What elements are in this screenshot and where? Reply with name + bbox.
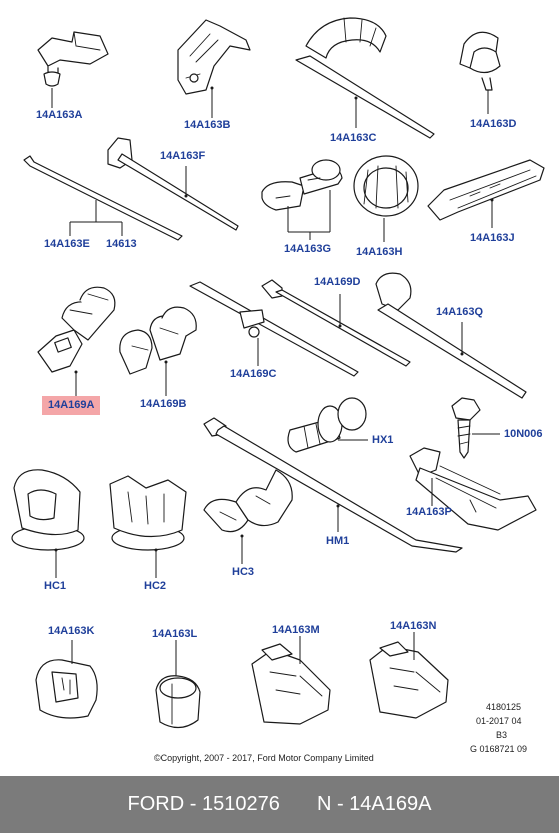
- callout-14A163D: 14A163D: [470, 118, 517, 130]
- callout-14A163A: 14A163A: [36, 109, 83, 121]
- part-14A169B-clip: [119, 306, 197, 396]
- part-14A169C-tie: [189, 281, 359, 377]
- part-14A163N-clip: [369, 632, 449, 719]
- callout-10N006: 10N006: [504, 428, 543, 440]
- part-14A163J-clip: [427, 159, 545, 228]
- part-code: N - 14A169A: [316, 793, 432, 815]
- callout-14A163C: 14A163C: [330, 132, 377, 144]
- part-HX1-bolt: [287, 397, 368, 453]
- callout-HC2: HC2: [144, 580, 167, 592]
- part-14A163G-pin: [261, 159, 343, 240]
- part-14A163F-tie: [107, 137, 239, 231]
- part-14A163H-grommet: [353, 155, 419, 242]
- brand-name: FORD: [127, 793, 185, 815]
- part-14A163K-clip: [35, 640, 98, 719]
- part-14A163C-clip: [295, 17, 435, 139]
- callout-14A163E: 14A163E: [44, 238, 90, 250]
- callout-14A169C: 14A169C: [230, 368, 277, 380]
- callout-14A163L: 14A163L: [152, 628, 198, 640]
- callout-14A163N: 14A163N: [390, 620, 437, 632]
- part-number-banner: FORD - 1510276 N - 14A169A: [0, 776, 559, 833]
- separator: -: [189, 793, 202, 815]
- part-HC3-clip: [203, 469, 293, 564]
- catalog-group: G 0168721 09: [470, 744, 528, 754]
- callout-14A163J: 14A163J: [470, 232, 515, 244]
- callout-HC3: HC3: [232, 566, 255, 578]
- callout-14A163Q: 14A163Q: [436, 306, 484, 318]
- part-14A163Q-tie: [375, 272, 527, 399]
- callout-14A169B: 14A169B: [140, 398, 187, 410]
- part-14A169D-tie: [261, 279, 411, 367]
- callout-14A163K: 14A163K: [48, 625, 95, 637]
- part-HC1-clip: [11, 469, 85, 578]
- callout-14A169D: 14A169D: [314, 276, 361, 288]
- copyright-notice: ©Copyright, 2007 - 2017, Ford Motor Comp…: [154, 753, 374, 763]
- oem-number: 1510276: [201, 793, 280, 815]
- part-14A163D-clip: [459, 31, 501, 114]
- callout-14A163G: 14A163G: [284, 243, 332, 255]
- callout-HM1: HM1: [326, 535, 350, 547]
- part-14A163M-clip: [251, 636, 331, 725]
- catalog-date: 01-2017 04: [476, 716, 522, 726]
- catalog-number: 4180125: [486, 702, 522, 712]
- parts-diagram: [11, 17, 545, 729]
- callout-14613: 14613: [106, 238, 137, 250]
- part-14A163B-clip: [177, 19, 251, 118]
- part-14A163P-mount: [409, 447, 537, 531]
- callout-14A163F: 14A163F: [160, 150, 206, 162]
- part-HM1-tie: [203, 417, 463, 553]
- callout-14A163H: 14A163H: [356, 246, 403, 258]
- part-14A163A-clip: [37, 31, 109, 108]
- callout-14A163P: 14A163P: [406, 506, 452, 518]
- callout-HC1: HC1: [44, 580, 67, 592]
- part-14A169A-clip: [37, 286, 116, 396]
- part-10N006-screw: [451, 397, 500, 459]
- callout-14A163M: 14A163M: [272, 624, 320, 636]
- callout-14A169A: 14A169A: [42, 396, 101, 415]
- part-14A163L-grommet: [155, 640, 201, 729]
- callout-14A163B: 14A163B: [184, 119, 231, 131]
- catalog-section: B3: [496, 730, 508, 740]
- part-HC2-clip: [109, 475, 187, 578]
- callout-HX1: HX1: [372, 434, 394, 446]
- part-14A163E-tie: [23, 155, 183, 241]
